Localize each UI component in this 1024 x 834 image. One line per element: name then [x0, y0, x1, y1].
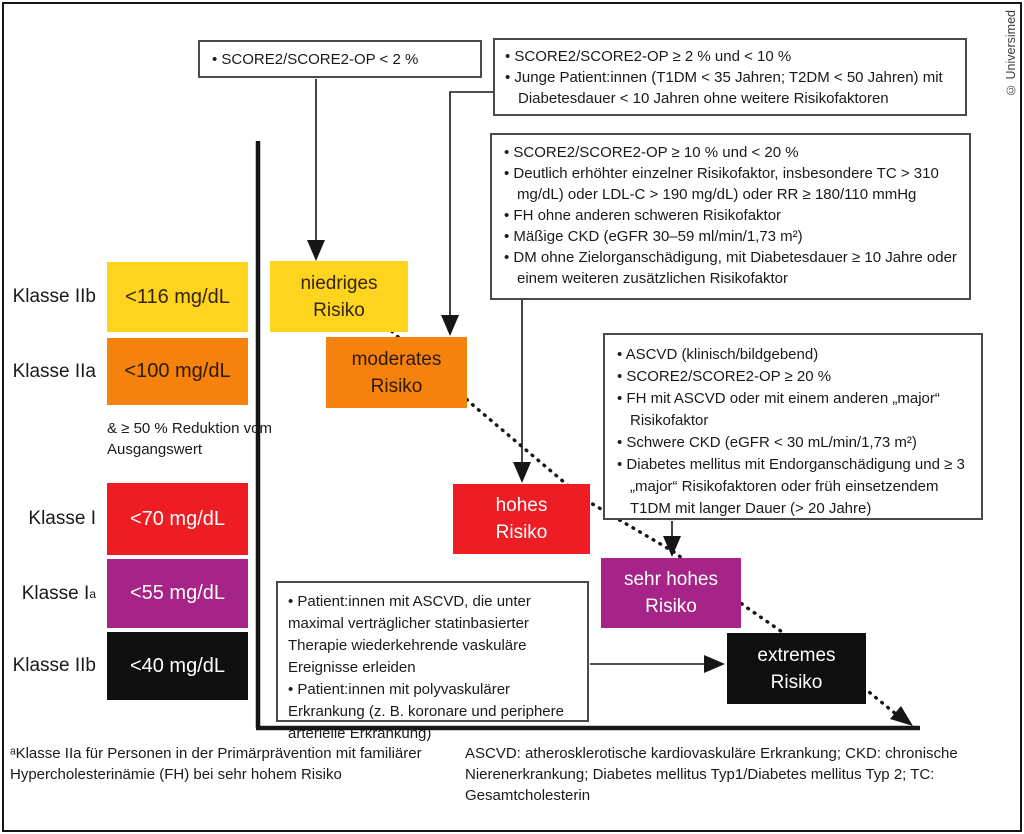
risk-step-label: extremes — [757, 644, 836, 666]
risk-step-label: Risiko — [645, 596, 697, 617]
ldl-target-value: <55 mg/dL — [129, 582, 226, 604]
risk-step-label: Risiko — [495, 522, 548, 543]
criteria-box-high-risk: SCORE2/SCORE2-OP ≥ 10 % und < 20 % Deutl… — [490, 133, 971, 300]
criteria-item: ASCVD (klinisch/bildgebend) — [617, 344, 969, 366]
arrow-high-head-icon — [513, 462, 531, 483]
criteria-box-moderate-risk: SCORE2/SCORE2-OP ≥ 2 % und < 10 % Junge … — [493, 38, 967, 116]
class-label-text: Klasse IIb — [12, 286, 96, 307]
arrow-very-high-head-icon — [663, 536, 681, 557]
risk-step-label: sehr hohes — [623, 569, 718, 590]
criteria-item: Patient:innen mit ASCVD, die unter maxim… — [288, 591, 577, 679]
risk-step-extremes: extremes Risiko — [727, 633, 866, 704]
criteria-box-low-risk: SCORE2/SCORE2-OP < 2 % — [198, 40, 482, 78]
ldl-target-row1: <116 mg/dL — [107, 262, 248, 332]
class-label-text: Klasse I — [28, 508, 96, 529]
risk-step-label: Risiko — [313, 299, 365, 321]
criteria-item: DM ohne Zielorganschädigung, mit Diabete… — [504, 247, 957, 289]
risk-step-moderates: moderates Risiko — [326, 337, 467, 408]
risk-step-sehr-hohes: sehr hohes Risiko — [601, 558, 741, 628]
class-label-text: Klasse IIa — [12, 360, 96, 382]
criteria-item: Mäßige CKD (eGFR 30–59 ml/min/1,73 m²) — [504, 226, 957, 247]
criteria-box-very-high-risk: ASCVD (klinisch/bildgebend) SCORE2/SCORE… — [603, 333, 983, 520]
criteria-item: Deutlich erhöhter einzelner Risikofaktor… — [504, 163, 957, 205]
class-label-row1: Klasse IIb — [0, 262, 96, 332]
criteria-item: Schwere CKD (eGFR < 30 mL/min/1,73 m²) — [617, 432, 969, 454]
arrow-moderate-line — [449, 91, 493, 318]
criteria-item: FH ohne anderen schweren Risikofaktor — [504, 205, 957, 226]
footnote-class-iia: ᵃKlasse IIa für Personen in der Primärpr… — [10, 745, 422, 783]
class-label-text: Klasse IIb — [12, 655, 96, 676]
ldl-target-value: <40 mg/dL — [129, 654, 226, 677]
criteria-item: SCORE2/SCORE2-OP ≥ 2 % und < 10 % — [505, 46, 955, 67]
class-label-row3: Klasse I — [0, 483, 96, 555]
copyright-label: © Universimed — [1004, 10, 1018, 97]
class-label-row2: Klasse IIa — [0, 338, 96, 405]
arrow-moderate-head-icon — [441, 315, 459, 336]
criteria-item: Patient:innen mit polyvaskulärer Erkrank… — [288, 679, 577, 745]
risk-step-label: Risiko — [770, 671, 823, 693]
risk-step-hohes: hohes Risiko — [453, 484, 590, 554]
ldl-target-value: <100 mg/dL — [124, 360, 231, 382]
risk-gradient-arrowhead-icon — [890, 706, 913, 726]
ldl-target-value: <70 mg/dL — [129, 507, 226, 530]
ldl-target-row2: <100 mg/dL — [107, 338, 248, 405]
risk-gradient-dotted-line — [384, 324, 899, 717]
arrow-low-head-icon — [307, 240, 325, 261]
class-label-text: Klasse I — [21, 582, 90, 604]
criteria-item: SCORE2/SCORE2-OP ≥ 20 % — [617, 366, 969, 388]
risk-step-label: Risiko — [370, 375, 423, 397]
criteria-item: FH mit ASCVD oder mit einem anderen „maj… — [617, 388, 969, 432]
risk-step-label: hohes — [495, 495, 548, 516]
ldl-target-value: <116 mg/dL — [125, 285, 230, 308]
ldl-target-row5: <40 mg/dL — [107, 632, 248, 700]
criteria-item: Diabetes mellitus mit Endorganschädigung… — [617, 454, 969, 520]
risk-step-label: moderates — [351, 348, 442, 370]
reduction-note: & ≥ 50 % Reduktion vom Ausgangswert — [107, 420, 272, 458]
risk-step-niedriges: niedriges Risiko — [270, 261, 408, 332]
criteria-box-extreme-risk: Patient:innen mit ASCVD, die unter maxim… — [276, 581, 589, 742]
abbreviation-legend: ASCVD: atherosklerotische kardiovaskulär… — [465, 745, 958, 804]
class-label-row5: Klasse IIb — [0, 632, 96, 700]
ldl-target-row3: <70 mg/dL — [107, 483, 248, 555]
criteria-item: SCORE2/SCORE2-OP < 2 % — [212, 49, 468, 70]
criteria-item: Junge Patient:innen (T1DM < 35 Jahren; T… — [505, 67, 955, 109]
criteria-item: SCORE2/SCORE2-OP ≥ 10 % und < 20 % — [504, 142, 957, 163]
arrow-extreme-head-icon — [704, 655, 725, 673]
ldl-target-row4: <55 mg/dL — [107, 559, 248, 628]
risk-step-label: niedriges — [300, 272, 378, 294]
